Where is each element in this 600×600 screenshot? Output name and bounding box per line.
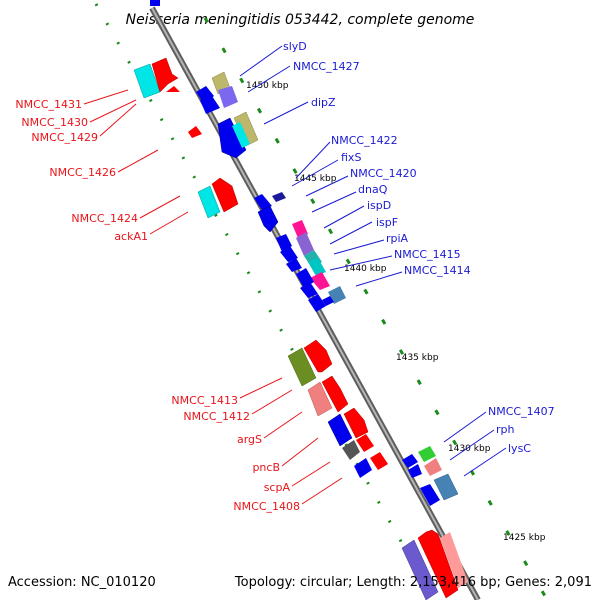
label-ispf[interactable]: ispF	[376, 216, 398, 229]
label-nmcc-1414[interactable]: NMCC_1414	[404, 264, 471, 277]
label-nmcc-1429[interactable]: NMCC_1429	[31, 131, 98, 144]
scale-label-1450: 1450 kbp	[246, 81, 289, 91]
gene-nmcc-1408-arrow[interactable]	[370, 452, 388, 470]
gene-bottom-1[interactable]	[401, 539, 439, 600]
label-ispd[interactable]: ispD	[367, 199, 391, 212]
label-acka1[interactable]: ackA1	[114, 230, 148, 243]
gene-pncb[interactable]	[327, 413, 353, 447]
gene-rpia[interactable]	[308, 258, 330, 290]
label-nmcc-1407[interactable]: NMCC_1407	[488, 405, 555, 418]
gene-nmcc-1426[interactable]	[188, 126, 202, 138]
top-partial-gene[interactable]	[150, 0, 160, 6]
gene-lysc[interactable]	[420, 473, 459, 506]
label-nmcc-1427[interactable]: NMCC_1427	[293, 60, 360, 73]
label-nmcc-1422[interactable]: NMCC_1422	[331, 134, 398, 147]
gene-nmcc-1415[interactable]	[296, 268, 318, 298]
gene-nmcc-1430[interactable]	[151, 57, 179, 93]
label-nmcc-1408[interactable]: NMCC_1408	[233, 500, 300, 513]
label-dnaq[interactable]: dnaQ	[358, 183, 388, 196]
genome-summary-text: Topology: circular; Length: 2,153,416 bp…	[234, 575, 592, 590]
gene-nmcc-1427[interactable]	[196, 86, 238, 114]
gene-args[interactable]	[307, 381, 333, 417]
label-nmcc-1426[interactable]: NMCC_1426	[49, 166, 116, 179]
gene-ispd[interactable]	[280, 246, 298, 262]
label-rph[interactable]: rph	[496, 423, 515, 436]
gene-nmcc-1424[interactable]	[197, 185, 221, 219]
gene-scpA-arrow[interactable]	[356, 434, 374, 452]
label-nmcc-1413[interactable]: NMCC_1413	[171, 394, 238, 407]
scale-label-1430: 1430 kbp	[448, 444, 491, 454]
label-nmcc-1415[interactable]: NMCC_1415	[394, 248, 461, 261]
label-fixs[interactable]: fixS	[341, 151, 361, 164]
gene-nmcc-1412[interactable]	[303, 339, 333, 373]
gene-bottom-3[interactable]	[440, 532, 468, 588]
label-nmcc-1420[interactable]: NMCC_1420	[350, 167, 417, 180]
label-args[interactable]: argS	[237, 433, 262, 446]
gene-argS-arrow[interactable]	[321, 375, 349, 413]
label-pncb[interactable]: pncB	[252, 461, 280, 474]
gene-nmcc-1429[interactable]	[166, 86, 180, 92]
gene-nmcc-1414[interactable]	[308, 286, 346, 312]
gene-nmcc-1420[interactable]	[292, 220, 314, 256]
label-nmcc-1424[interactable]: NMCC_1424	[71, 212, 138, 225]
gene-fixs[interactable]	[254, 194, 279, 233]
gene-dipZ-arrow[interactable]	[232, 111, 259, 148]
scale-label-1440: 1440 kbp	[344, 264, 387, 274]
label-rpia[interactable]: rpiA	[386, 232, 409, 245]
accession-text: Accession: NC_010120	[8, 575, 156, 590]
gene-nmcc-1408[interactable]	[354, 458, 372, 478]
label-slyd[interactable]: slyD	[283, 40, 307, 53]
gene-dipz[interactable]	[217, 117, 247, 159]
gene-pncB-arrow[interactable]	[343, 407, 369, 439]
scale-labels: 1450 kbp 1445 kbp 1440 kbp 1435 kbp 1430…	[246, 81, 546, 543]
gene-nmcc-1413[interactable]	[287, 347, 317, 387]
label-nmcc-1431[interactable]: NMCC_1431	[15, 98, 82, 111]
scale-label-1425: 1425 kbp	[503, 533, 546, 543]
gene-bottom-2[interactable]	[417, 529, 459, 599]
gene-acka1[interactable]	[211, 177, 239, 213]
label-dipz[interactable]: dipZ	[311, 96, 336, 109]
label-lysc[interactable]: lysC	[508, 442, 531, 455]
gene-rph[interactable]	[408, 458, 442, 478]
gene-nmcc-1407[interactable]	[402, 446, 436, 468]
scale-label-1445: 1445 kbp	[294, 174, 337, 184]
gene-scpa[interactable]	[342, 440, 360, 460]
map-title: Neisseria meningitidis 053442, complete …	[126, 12, 475, 28]
label-scpa[interactable]: scpA	[264, 481, 291, 494]
label-nmcc-1412[interactable]: NMCC_1412	[183, 410, 250, 423]
scale-label-1435: 1435 kbp	[396, 353, 439, 363]
label-nmcc-1430[interactable]: NMCC_1430	[21, 116, 88, 129]
gene-nmcc-1422[interactable]	[272, 192, 286, 202]
